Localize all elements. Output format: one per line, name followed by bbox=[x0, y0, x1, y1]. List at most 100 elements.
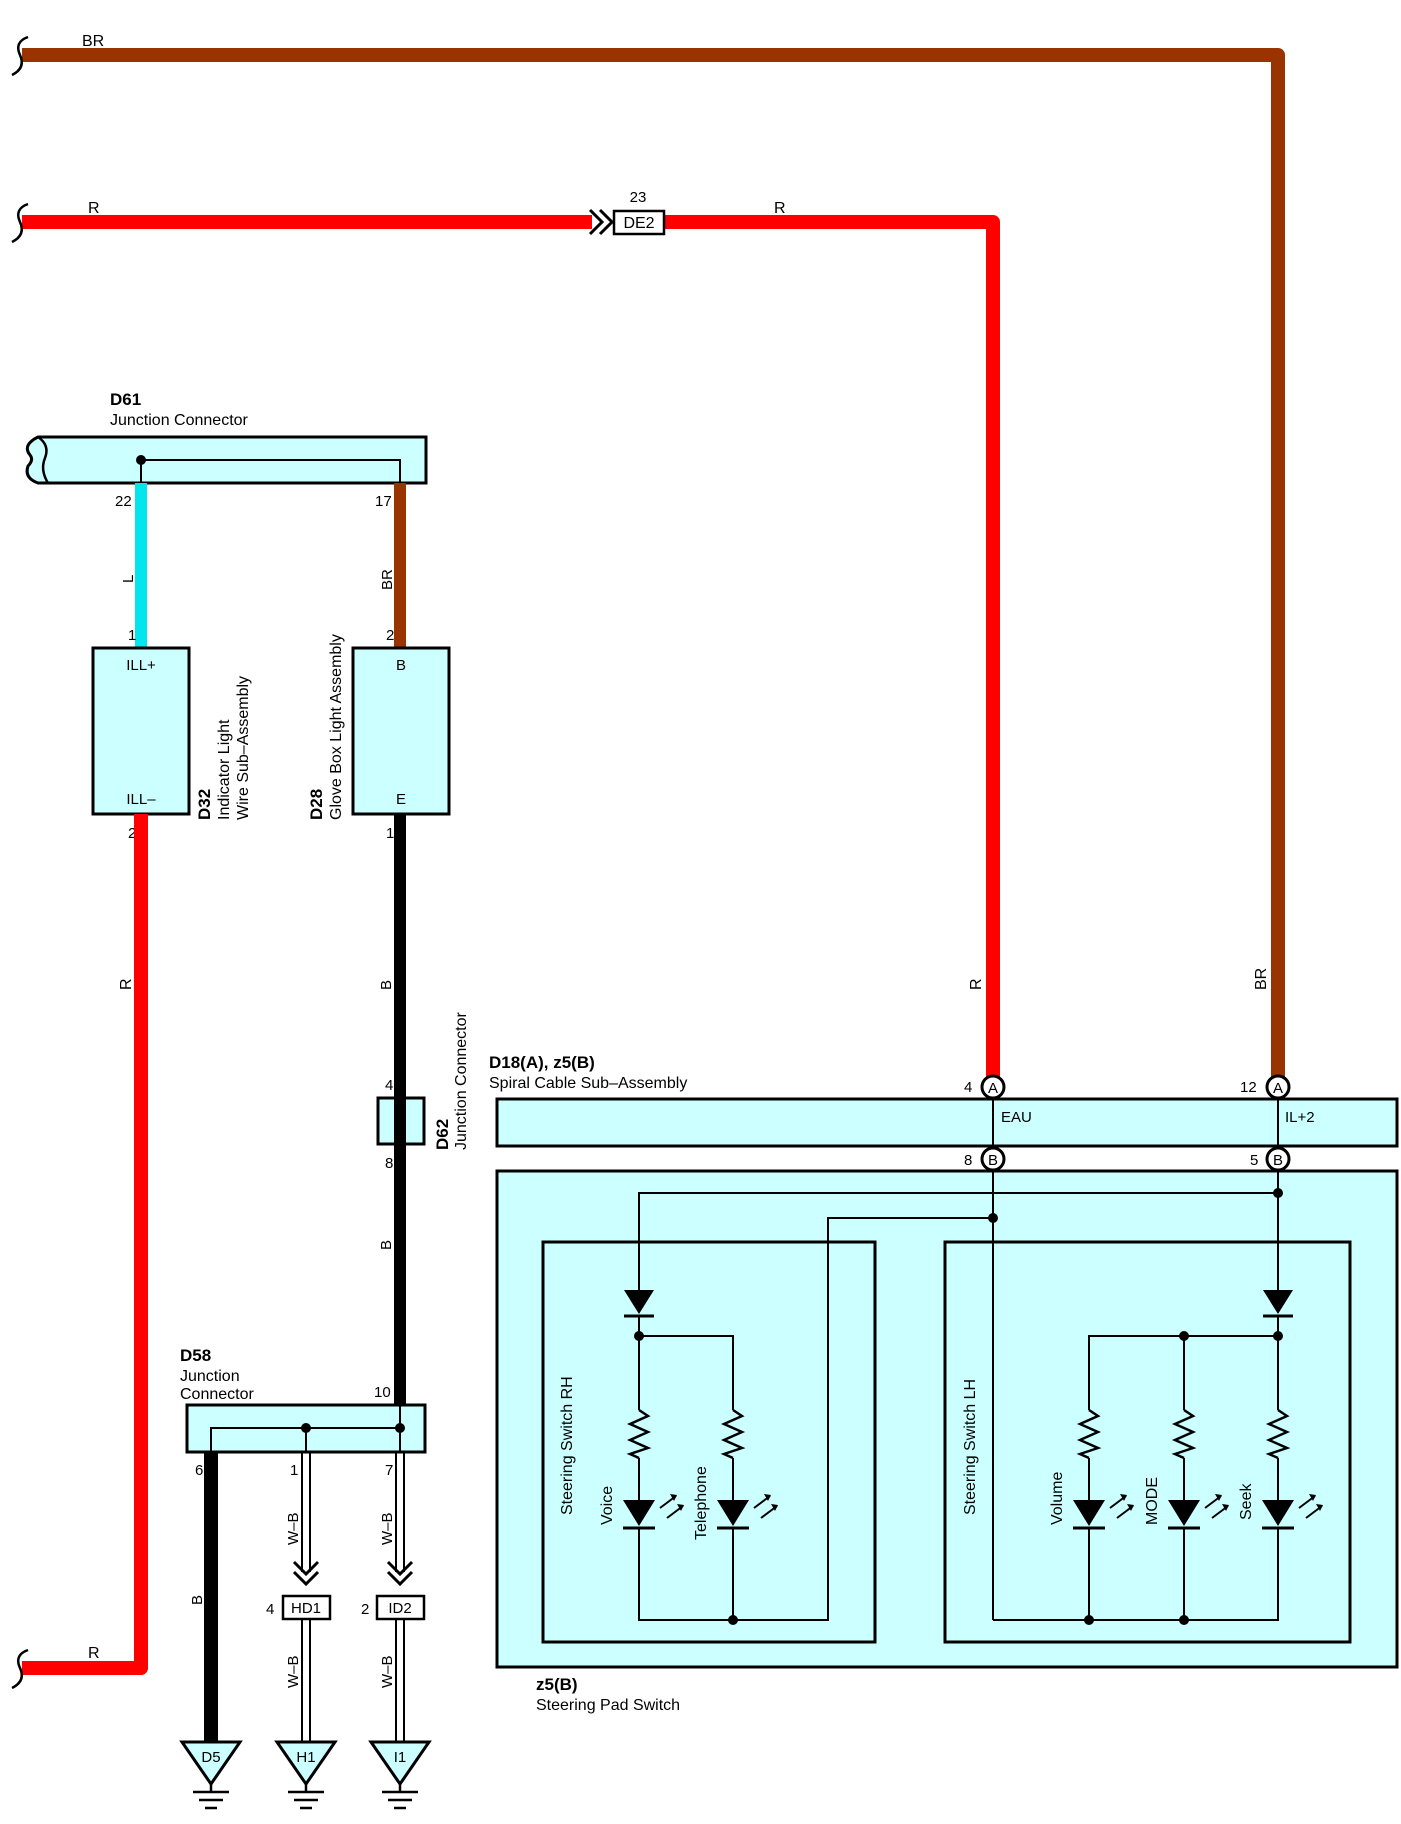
pin-de2-23: 23 bbox=[630, 189, 647, 206]
d58-code: D58 bbox=[180, 1346, 211, 1365]
connector-chevron-icon bbox=[292, 1560, 320, 1587]
d28-glove-box-light: 2 B E 1 D28 Glove Box Light Assembly bbox=[307, 627, 451, 842]
pin-d58-6: 6 bbox=[195, 1462, 203, 1479]
d28-code: D28 bbox=[307, 789, 326, 820]
wire-label-b-lower: B bbox=[378, 1240, 395, 1250]
pin-d58-10: 10 bbox=[374, 1384, 391, 1401]
connector-hd1 bbox=[281, 1594, 332, 1621]
ground-i1-label: I1 bbox=[394, 1749, 407, 1766]
led-icon bbox=[1168, 1494, 1229, 1530]
d62-junction-connector: 4 8 D62 Junction Connector bbox=[376, 1011, 470, 1172]
wire-label-br-right: BR bbox=[1253, 968, 1270, 990]
connector-id2 bbox=[375, 1594, 426, 1621]
pin-d28-2: 2 bbox=[386, 627, 394, 644]
led-icon bbox=[1073, 1494, 1134, 1530]
pin-d62-8: 8 bbox=[385, 1155, 393, 1172]
d28-name: Glove Box Light Assembly bbox=[328, 634, 345, 820]
connector-id2-label: ID2 bbox=[388, 1600, 411, 1617]
switch-lh-box bbox=[943, 1240, 1352, 1644]
pin-hd1-4: 4 bbox=[266, 1601, 274, 1618]
d18-pin-eau: EAU bbox=[1001, 1109, 1032, 1126]
wire-label-wb-h1-upper: W–B bbox=[285, 1512, 302, 1545]
d28-pin-e: E bbox=[396, 791, 406, 808]
break-mark-icon bbox=[11, 202, 29, 244]
led-icon bbox=[623, 1494, 684, 1530]
pin-d32-2: 2 bbox=[128, 825, 136, 842]
connector-de2 bbox=[612, 209, 666, 236]
z5-steering-pad-switch: 8 B 5 B z5(B) Steering Pad Switch bbox=[495, 1146, 1399, 1714]
earth-symbol-icon bbox=[193, 1784, 229, 1810]
conn-a-eau: A bbox=[988, 1080, 998, 1097]
d61-code: D61 bbox=[110, 390, 141, 409]
led-icon bbox=[717, 1494, 778, 1530]
pin-d28-1: 1 bbox=[386, 825, 394, 842]
d62-code: D62 bbox=[433, 1119, 452, 1150]
wire-label-wb-h1-lower: W–B bbox=[285, 1655, 302, 1688]
d18-code: D18(A), z5(B) bbox=[489, 1053, 595, 1072]
ground-i1-branch: W–B 2 ID2 W–B I1 bbox=[361, 1452, 432, 1810]
ground-h1-label: H1 bbox=[296, 1749, 315, 1766]
d32-indicator-light: 1 ILL+ ILL– 2 D32 Indicator Light Wire S… bbox=[91, 627, 252, 842]
d32-code: D32 bbox=[195, 789, 214, 820]
wire-label-r-top-right: R bbox=[774, 200, 786, 217]
d61-junction-connector: D61 Junction Connector 22 17 bbox=[25, 390, 428, 510]
d18-spiral-cable: D18(A), z5(B) Spiral Cable Sub–Assembly … bbox=[489, 1053, 1399, 1148]
pin-d18-12: 12 bbox=[1240, 1079, 1257, 1096]
switch-rh-voice: Voice bbox=[599, 1486, 616, 1525]
pin-d61-17: 17 bbox=[375, 493, 392, 510]
wire-label-b-upper: B bbox=[378, 980, 395, 990]
pin-d61-22: 22 bbox=[115, 493, 132, 510]
wire-label-l: L bbox=[120, 575, 137, 583]
break-mark-icon bbox=[11, 35, 29, 77]
wire-r-top: R R R DE2 23 bbox=[11, 189, 1000, 1085]
pin-z5-8: 8 bbox=[964, 1152, 972, 1169]
wire-label-wb-i1-lower: W–B bbox=[379, 1655, 396, 1688]
pin-z5-5: 5 bbox=[1250, 1152, 1258, 1169]
connector-chevron-icon bbox=[386, 1560, 414, 1587]
pin-d62-4: 4 bbox=[385, 1077, 393, 1094]
wire-label-r-bottom: R bbox=[88, 1645, 100, 1662]
switch-lh-seek: Seek bbox=[1238, 1483, 1255, 1520]
z5-name: Steering Pad Switch bbox=[536, 1697, 680, 1714]
earth-symbol-icon bbox=[288, 1784, 324, 1810]
d58-name-line2: Connector bbox=[180, 1386, 254, 1403]
ground-h1-branch: W–B 4 HD1 W–B H1 bbox=[266, 1452, 338, 1810]
wire-label-r-eau: R bbox=[968, 978, 985, 990]
d32-name-line1: Indicator Light bbox=[216, 719, 233, 820]
d18-name: Spiral Cable Sub–Assembly bbox=[489, 1075, 687, 1092]
led-icon bbox=[1262, 1494, 1323, 1530]
pin-d32-1: 1 bbox=[128, 627, 136, 644]
earth-symbol-icon bbox=[382, 1784, 418, 1810]
wire-label-br-d28: BR bbox=[379, 569, 396, 590]
switch-lh-mode: MODE bbox=[1144, 1477, 1161, 1525]
d62-name: Junction Connector bbox=[453, 1011, 470, 1150]
d32-pin-ill-plus: ILL+ bbox=[126, 657, 156, 674]
pin-d18-4: 4 bbox=[964, 1079, 972, 1096]
wire-label-br-top: BR bbox=[82, 33, 104, 50]
diode-icon bbox=[624, 1290, 654, 1318]
switch-rh-name: Steering Switch RH bbox=[559, 1376, 576, 1515]
resistor-icon bbox=[1171, 1408, 1197, 1460]
d18-pin-il2: IL+2 bbox=[1285, 1109, 1315, 1126]
d61-name: Junction Connector bbox=[110, 412, 249, 429]
wire-label-b-d5: B bbox=[189, 1595, 206, 1605]
resistor-icon bbox=[1265, 1408, 1291, 1460]
switch-lh-name: Steering Switch LH bbox=[962, 1379, 979, 1515]
ground-d5-branch: B D5 bbox=[179, 1452, 243, 1810]
ground-d5-label: D5 bbox=[201, 1749, 220, 1766]
ground-icon bbox=[368, 1740, 432, 1787]
d32-pin-ill-minus: ILL– bbox=[126, 791, 156, 808]
connector-chevron-icon bbox=[588, 208, 615, 236]
connector-de2-label: DE2 bbox=[623, 215, 654, 232]
wire-label-wb-i1-upper: W–B bbox=[379, 1512, 396, 1545]
wire-r-d32: R R bbox=[11, 814, 148, 1690]
wire-label-r-d32: R bbox=[118, 978, 135, 990]
conn-a-il2: A bbox=[1273, 1080, 1283, 1097]
switch-rh-telephone: Telephone bbox=[693, 1466, 710, 1540]
z5-code: z5(B) bbox=[536, 1675, 578, 1694]
switch-rh-box bbox=[541, 1240, 877, 1644]
ground-icon bbox=[274, 1740, 338, 1787]
conn-b-il2: B bbox=[1273, 1152, 1283, 1169]
resistor-icon bbox=[1076, 1408, 1102, 1460]
